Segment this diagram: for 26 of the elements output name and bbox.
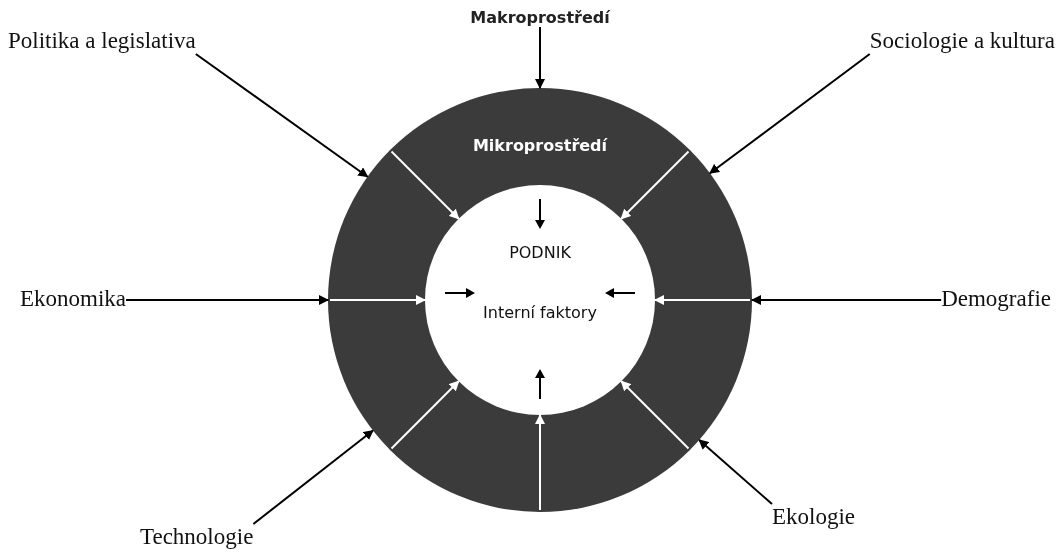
- arrow: [698, 439, 773, 505]
- arrow: [654, 295, 751, 305]
- circle-text: Interní faktory: [483, 303, 597, 322]
- company-circle: [425, 185, 655, 415]
- arrow: [620, 380, 690, 450]
- factor-label: Technologie: [140, 524, 254, 550]
- arrow: [620, 150, 690, 220]
- arrow: [390, 380, 460, 450]
- factor-label: Ekonomika: [20, 286, 127, 312]
- environment-ring: [328, 88, 752, 512]
- ring-title: Mikroprostředí: [472, 136, 608, 155]
- factor-label: Ekologie: [772, 504, 856, 530]
- arrow: [194, 53, 369, 178]
- factor-label: Sociologie a kultura: [869, 28, 1055, 54]
- environment-label: Makroprostředí: [470, 8, 610, 27]
- arrow: [535, 26, 545, 89]
- factor-label: Demografie: [941, 286, 1051, 312]
- arrow: [329, 295, 426, 305]
- circle-heading: PODNIK: [509, 243, 571, 262]
- arrow: [125, 295, 329, 305]
- arrow: [390, 150, 460, 220]
- arrow: [535, 414, 545, 511]
- arrow: [252, 429, 374, 525]
- arrow: [708, 53, 871, 175]
- factor-label: Politika a legislativa: [8, 28, 196, 54]
- arrow: [751, 295, 943, 305]
